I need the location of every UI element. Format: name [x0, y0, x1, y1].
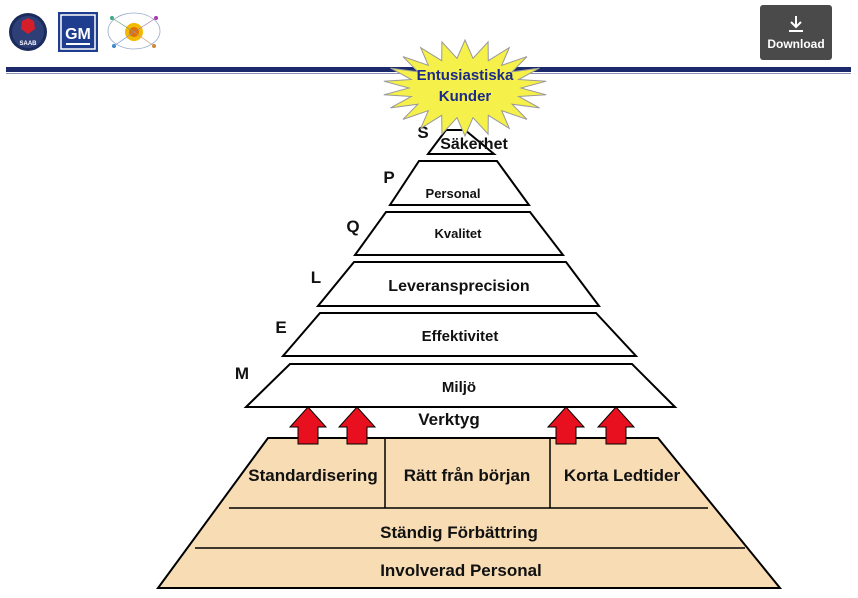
level-m-letter: M [235, 364, 249, 383]
arrow-up-2 [337, 406, 377, 445]
pillar-korta-ledtider: Korta Ledtider [564, 466, 681, 485]
pillar-ratt-fran-borjan: Rätt från början [404, 466, 531, 485]
saab-logo: SAAB [8, 12, 48, 52]
level-e-label: Effektivitet [422, 328, 499, 345]
level-l-label: Leveransprecision [388, 278, 529, 295]
level-s [426, 129, 497, 155]
download-label: Download [767, 37, 825, 51]
level-q [353, 211, 566, 256]
level-s-label: Säkerhet [440, 136, 508, 153]
level-m [243, 363, 678, 408]
level-l [315, 261, 601, 307]
saab-logo-text: SAAB [19, 41, 37, 47]
arrow-up-3 [546, 406, 586, 445]
level-s-letter: S [417, 123, 428, 142]
pillar-standardisering: Standardisering [248, 466, 377, 485]
arrow-up-1 [288, 406, 328, 445]
level-q-label: Kvalitet [435, 226, 483, 241]
star-text-line2: Kunder [439, 88, 492, 105]
level-p-label: Personal [426, 186, 481, 201]
gm-logo: GM [58, 12, 98, 52]
network-diagram-logo [104, 8, 164, 54]
arrow-up-4 [596, 406, 636, 445]
level-m-label: Miljö [442, 379, 476, 396]
base-block: Standardisering Rätt från början Korta L… [156, 437, 783, 589]
level-q-letter: Q [346, 217, 359, 236]
download-button[interactable]: Download [760, 5, 832, 60]
tools-label: Verktyg [418, 410, 479, 429]
gm-logo-text: GM [65, 26, 91, 43]
download-icon [789, 16, 803, 32]
base-trapezoid [156, 437, 783, 589]
starburst-shape [383, 38, 547, 138]
base-row-involverad-personal: Involverad Personal [380, 561, 542, 580]
level-e [280, 312, 639, 357]
level-p [388, 160, 531, 206]
base-row-standig-forbattring: Ständig Förbättring [380, 523, 538, 542]
level-p-letter: P [383, 168, 394, 187]
pyramid-levels: Miljö M Effektivitet E Leveransprecision… [235, 123, 678, 408]
level-l-letter: L [311, 268, 321, 287]
level-e-letter: E [275, 318, 286, 337]
star-text-line1: Entusiastiska [417, 67, 514, 84]
starburst: Entusiastiska Kunder [383, 38, 547, 138]
tool-arrows [288, 406, 636, 445]
